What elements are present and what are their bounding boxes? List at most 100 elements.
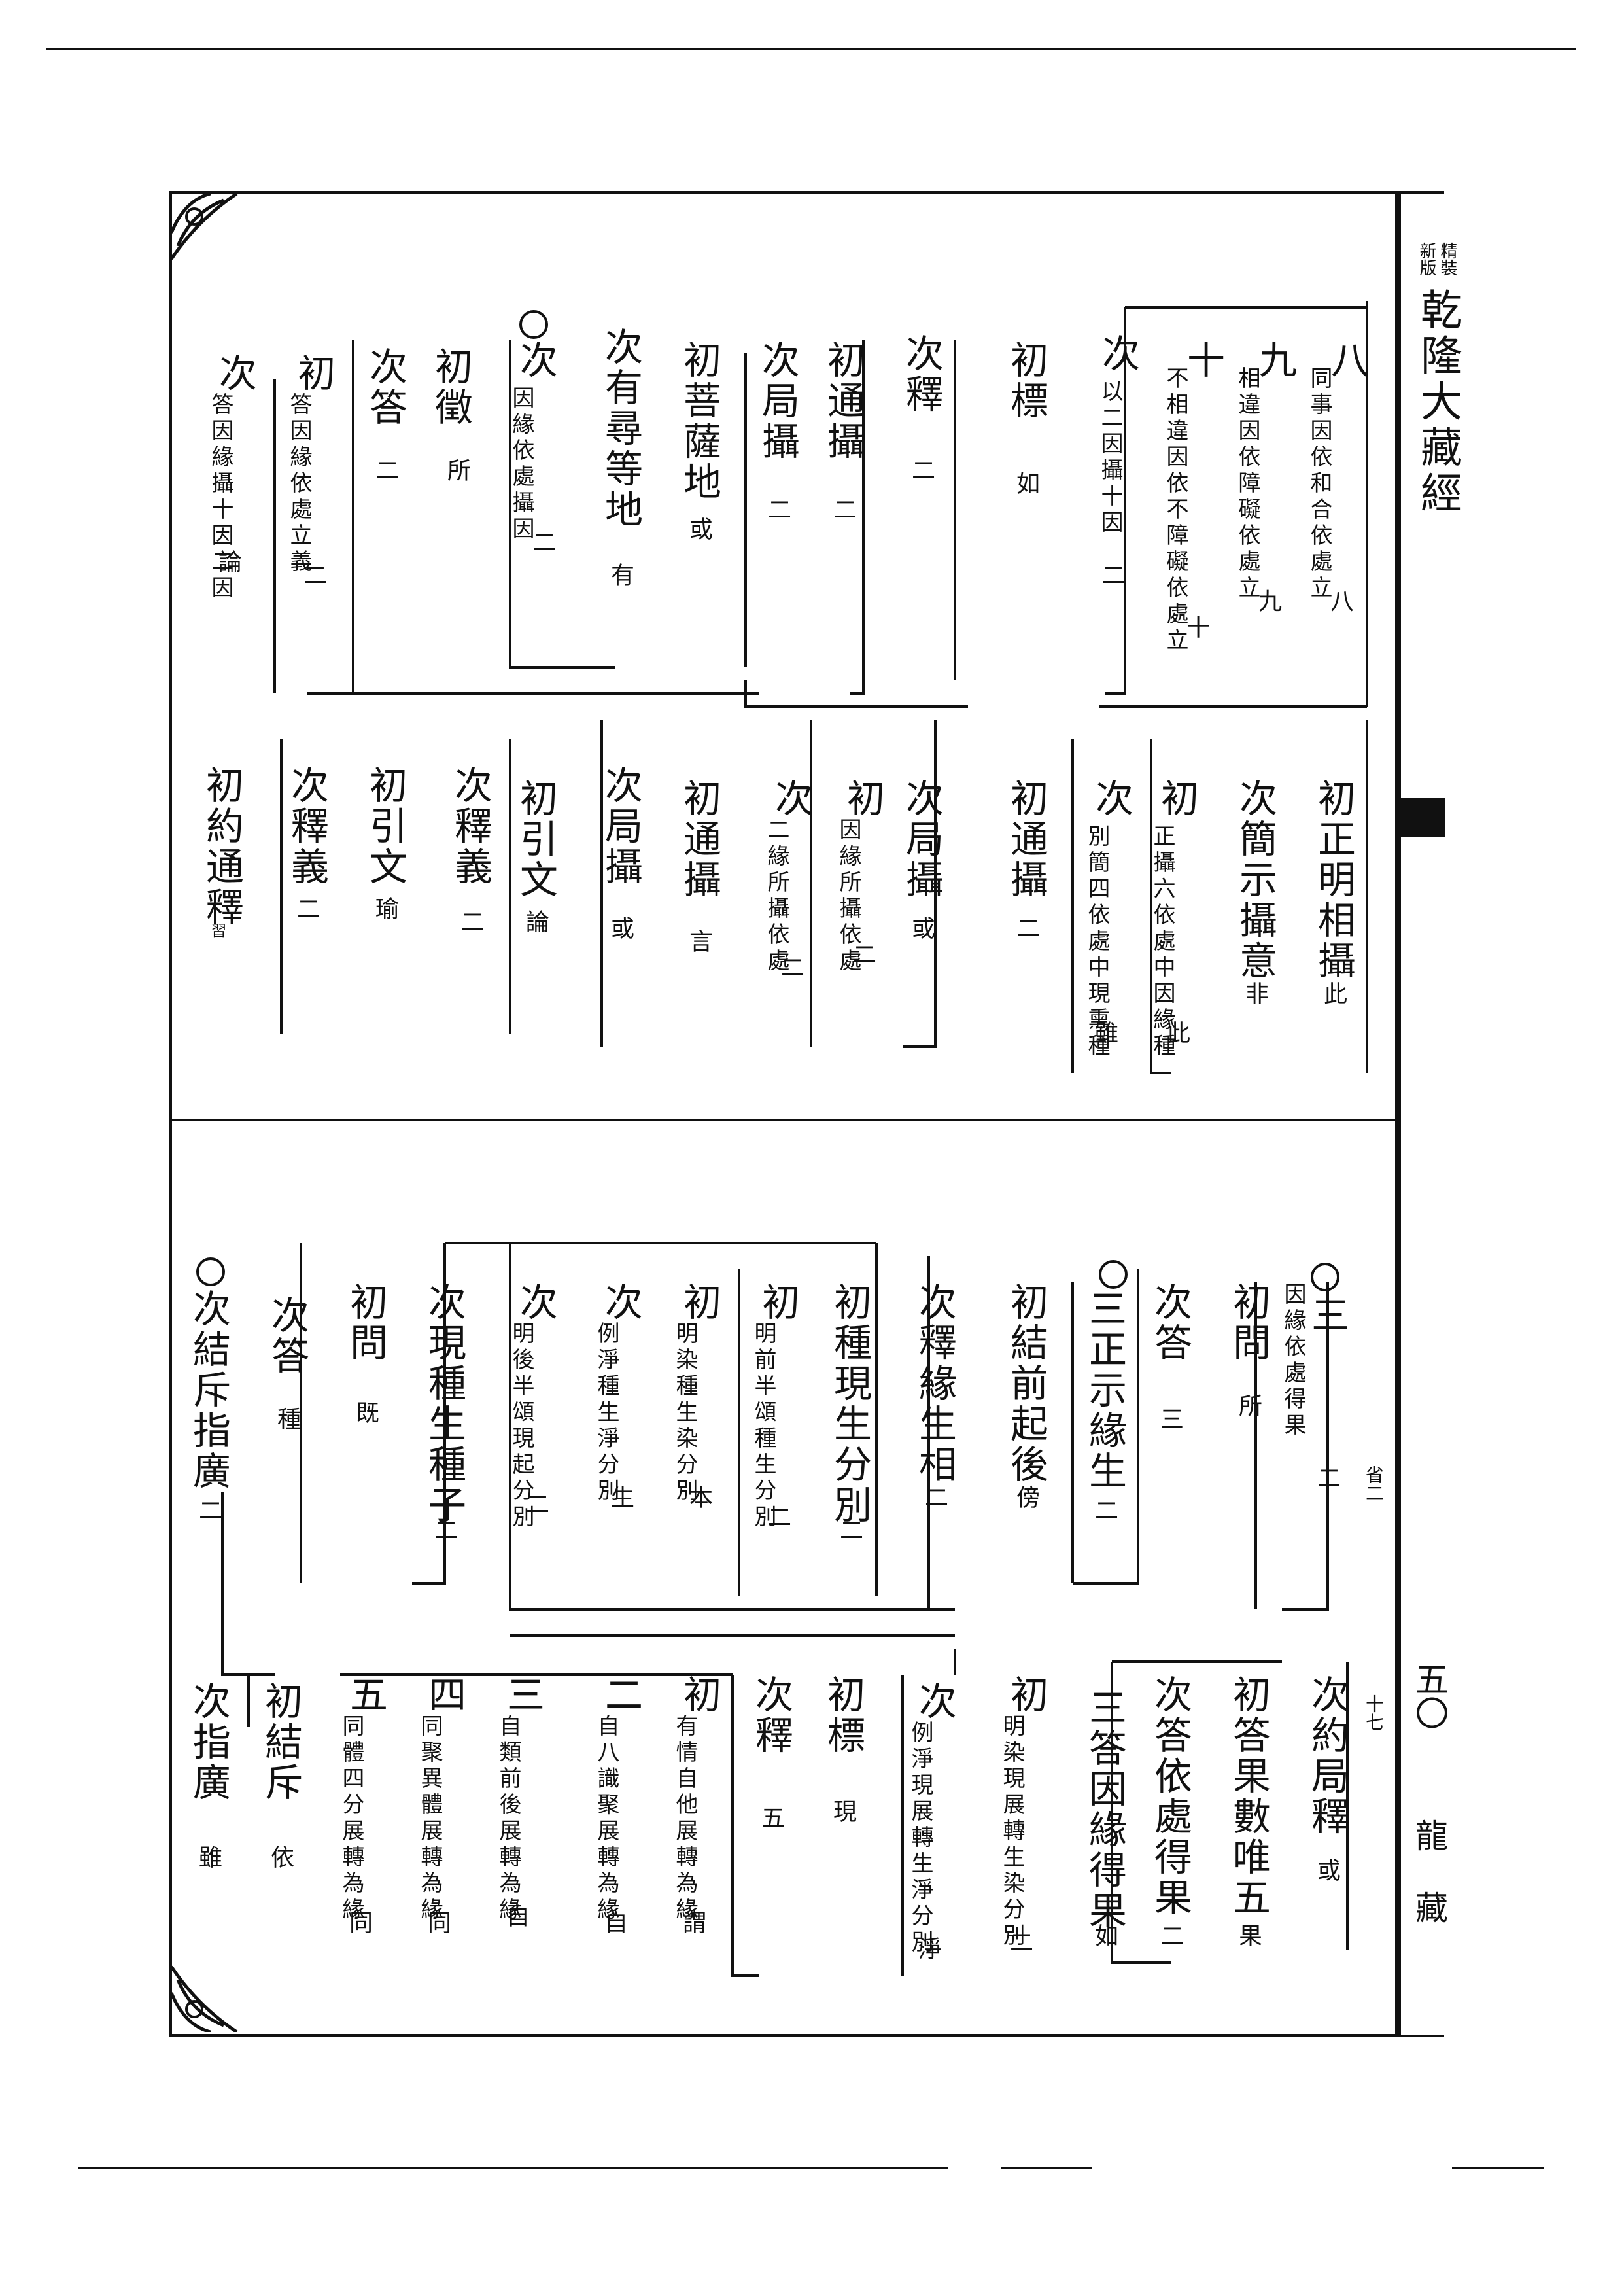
node-jiechi-suffix: 依 xyxy=(267,1845,294,1868)
node-youxundi: 次有尋等地 xyxy=(598,327,643,530)
node-tongshe-1: 初通攝 xyxy=(821,340,865,462)
node-yueju-suffix: 或 xyxy=(1313,1858,1340,1882)
node-tongshe-1-suffix: 二 xyxy=(829,497,856,521)
node-zilei-note: 自類前後展轉為緣 xyxy=(495,1714,521,1923)
bottom-rule-1 xyxy=(78,2167,948,2169)
node-biao: 初標 xyxy=(1004,340,1048,421)
node-yuetong-suffix: 習 xyxy=(208,922,226,938)
node-zhengshi-yuansheng: 三正示緣生 xyxy=(1082,1289,1127,1492)
node-youqing-suffix: 謂 xyxy=(679,1910,706,1934)
node-houban-suffix: 二 xyxy=(522,1492,549,1515)
node-zhengshe-note: 正攝六依處中因緣種 xyxy=(1149,824,1175,1060)
node-jiechi-zhiguang: 次結斥指廣 xyxy=(186,1289,231,1492)
node-shiyi-2-suffix: 二 xyxy=(293,896,320,920)
frame-bottom-extend xyxy=(1398,2035,1444,2037)
node-guoshu: 初答果數唯五 xyxy=(1226,1675,1271,1918)
bottom-rule-3 xyxy=(1452,2167,1544,2169)
node-biao-2-suffix: 現 xyxy=(829,1799,856,1823)
node-top-9: 九 xyxy=(1253,340,1297,381)
node-da-chu: 初 xyxy=(291,353,336,394)
node-tongshe-3-suffix: 言 xyxy=(685,929,712,953)
edition-label-2: 新版 xyxy=(1417,242,1436,276)
node-yinwen-1-suffix: 論 xyxy=(522,909,549,933)
node-wen-2: 初問 xyxy=(343,1282,388,1363)
node-yinyuan-suo: 初 xyxy=(840,779,885,819)
node-top-ci-suffix: 二 xyxy=(1097,563,1124,586)
frame-top-extend xyxy=(1398,191,1444,194)
node-bashi-suffix: 自 xyxy=(600,1910,627,1934)
node-yinyuan-ci-note: 因緣依處攝因 xyxy=(508,386,534,543)
circle-marker-3-icon xyxy=(1099,1260,1128,1289)
node-zilei: 三 xyxy=(500,1675,545,1715)
node-shi-2: 次釋 xyxy=(749,1675,793,1756)
node-wen-1-suffix: 所 xyxy=(1235,1393,1262,1417)
node-yinyuan-ci-suffix: 二 xyxy=(528,530,555,553)
node-zheng: 初徵 xyxy=(428,347,473,428)
node-jushe-1: 次局攝 xyxy=(755,340,800,462)
page-frame xyxy=(169,191,1398,2037)
node-top-10-note: 不相違因依不障礙依處立 xyxy=(1162,366,1188,654)
node-jushe-2: 次局攝 xyxy=(899,779,944,900)
node-top-10: 十 xyxy=(1181,340,1225,381)
node-tongshe-3: 初通攝 xyxy=(677,779,721,900)
node-shiyi-1-suffix: 二 xyxy=(457,909,483,933)
volume-mark: 十七 xyxy=(1363,1694,1385,1731)
node-guoshu-suffix: 果 xyxy=(1235,1923,1262,1947)
page-number: 五〇 xyxy=(1409,1662,1448,1730)
node-da-ci-suffix: 論 xyxy=(215,550,241,573)
node-tongti: 五 xyxy=(343,1675,388,1715)
node-biejian: 次 xyxy=(1089,779,1133,819)
node-shi-yuansheng-suffix: 二 xyxy=(921,1485,948,1509)
node-houban: 次 xyxy=(513,1282,558,1323)
node-youqing-note: 有情自他展轉為緣 xyxy=(672,1714,698,1923)
node-top-8-suffix: 八 xyxy=(1326,589,1353,612)
circle-marker-4-icon xyxy=(196,1257,225,1286)
node-top-8-note: 同事因依和合依處立 xyxy=(1306,366,1332,602)
node-tongshe-2-suffix: 二 xyxy=(1012,916,1039,939)
node-eryuan-suo-note: 二緣所攝依處 xyxy=(763,818,789,975)
node-zhiguang: 次指廣 xyxy=(186,1681,231,1803)
node-pusadi-suffix: 或 xyxy=(685,517,712,540)
node-ranzhong-note: 明染種生染分別 xyxy=(672,1322,698,1505)
corner-ornament-bottom-left-icon xyxy=(169,1953,250,2034)
node-ranzhong-suffix: 本 xyxy=(685,1485,712,1509)
node-yinyuan-suo-suffix: 二 xyxy=(849,942,876,966)
node-shi-2-suffix: 五 xyxy=(757,1806,784,1829)
vendor-label: 龍藏 xyxy=(1410,1819,1448,1963)
node-jianshi-suffix: 非 xyxy=(1241,981,1268,1005)
node-bashi: 二 xyxy=(598,1675,643,1715)
node-yinwen-1: 初引文 xyxy=(513,779,558,900)
node-top-9-suffix: 九 xyxy=(1254,589,1281,612)
node-zheng-suffix: 所 xyxy=(443,458,470,482)
node-zhongxian: 初種現生分別 xyxy=(827,1282,872,1526)
node-da-suffix: 二 xyxy=(371,458,398,482)
node-ranxian-suffix: 二 xyxy=(1006,1930,1033,1953)
node-biejian-suffix: 雖 xyxy=(1091,1021,1118,1044)
node-jushe-3: 次局攝 xyxy=(598,765,643,887)
node-yinyuan-ci: 次 xyxy=(513,340,558,381)
node-tongshe-2: 初通攝 xyxy=(1004,779,1048,900)
node-yinwen-2: 初引文 xyxy=(363,765,407,887)
node-top-ci-note: 以二因攝十因 xyxy=(1097,379,1123,536)
node-tongti-note: 同體四分展轉為緣 xyxy=(338,1714,364,1923)
node-top-8: 八 xyxy=(1324,340,1369,381)
top-rule xyxy=(46,48,1576,50)
node-da-3-suffix: 種 xyxy=(273,1407,300,1430)
node-jushe-1-suffix: 二 xyxy=(764,497,791,521)
node-da-chu-suffix: 二 xyxy=(300,563,326,586)
node-yinyuan-deguo-suffix: 如 xyxy=(1091,1923,1118,1947)
circle-marker-2-icon xyxy=(1311,1263,1339,1291)
corner-ornament-top-left-icon xyxy=(169,192,250,272)
sutra-title: 乾隆大藏經 xyxy=(1413,288,1462,517)
node-yuetong: 初約通釋 xyxy=(199,765,244,928)
node-eryuan-suo: 次 xyxy=(769,779,813,819)
node-jingzhong-suffix: 生 xyxy=(607,1485,634,1509)
node-shi-suffix: 二 xyxy=(908,458,935,482)
section-mark: 省二 xyxy=(1363,1465,1385,1502)
node-shi: 次釋 xyxy=(899,334,944,415)
node-yichu: 次答依處得果 xyxy=(1148,1675,1192,1918)
node-zilei-suffix: 自 xyxy=(502,1904,529,1927)
node-san-yinyuan-suffix: 二 xyxy=(1313,1465,1340,1489)
